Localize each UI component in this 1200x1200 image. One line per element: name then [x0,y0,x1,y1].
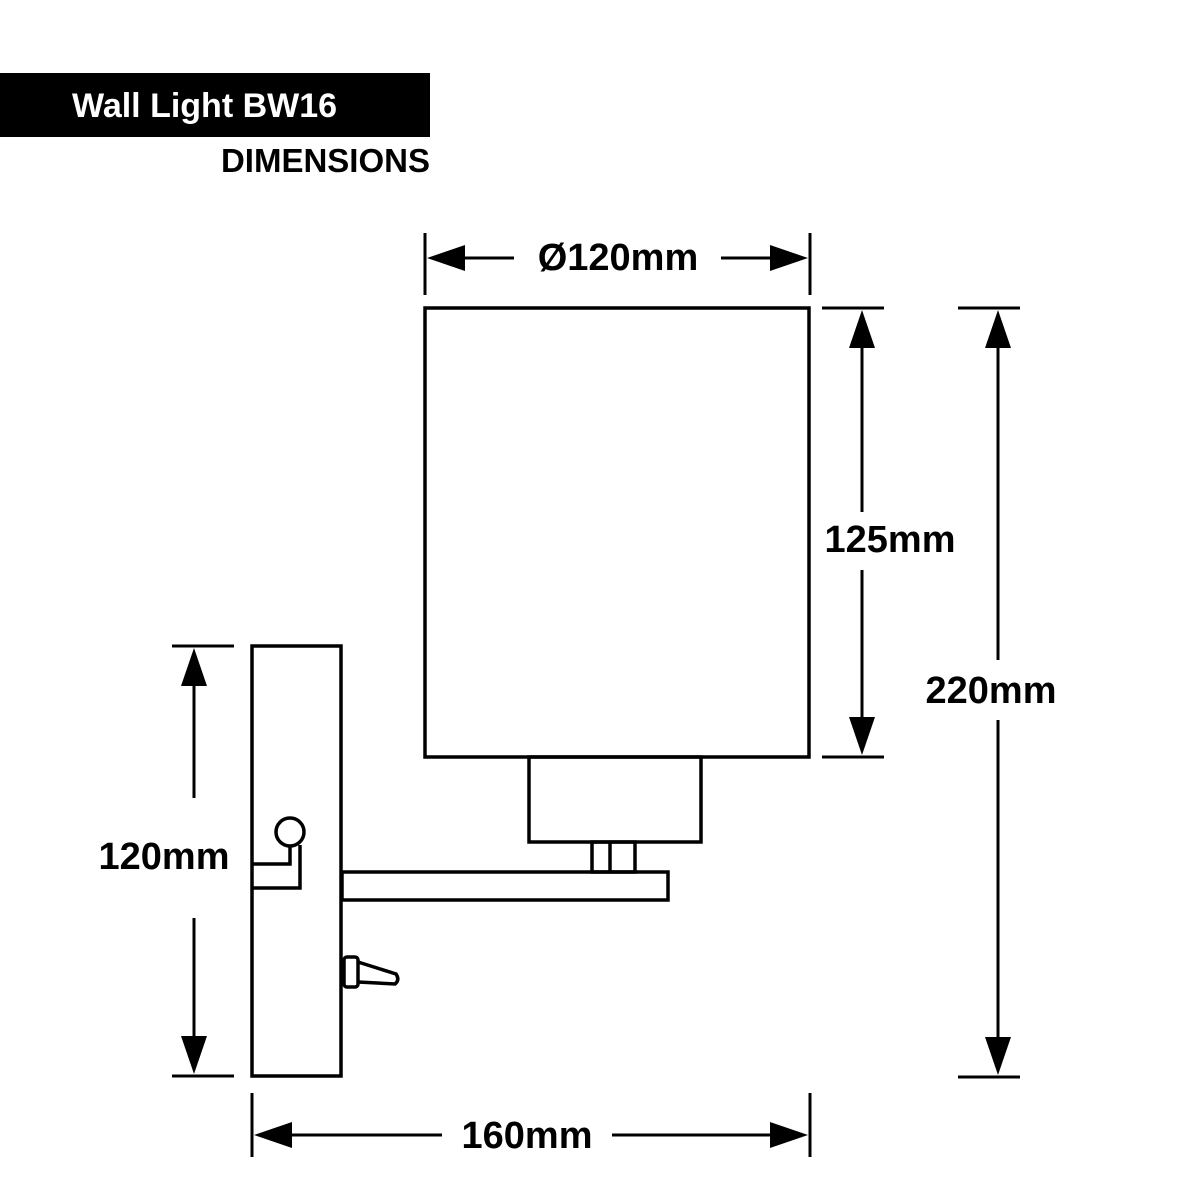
title-bar [0,73,430,137]
dimension-lines [172,233,1020,1157]
arrow-up [849,310,875,348]
cable-knob [274,816,306,848]
lamp-shade [423,306,811,759]
shade-height-label: 125mm [825,519,956,561]
back-plate [250,644,343,1078]
arrow-right [770,1122,808,1148]
arrow-left [427,245,465,271]
page-subtitle: DIMENSIONS [220,142,430,179]
arrow-down [181,1036,207,1074]
arrow-right [770,245,808,271]
total-depth-label: 160mm [462,1115,593,1157]
cable-hook [252,840,302,890]
holder-stem [590,840,637,874]
page-title: Wall Light BW16 [72,87,338,125]
switch-body [342,955,360,989]
arrow-up [985,310,1011,348]
lamp-arm [340,870,670,902]
arrow-up [181,648,207,686]
backplate-height-label: 120mm [99,836,230,878]
dimension-arrowheads [181,245,1011,1148]
switch-toggle [357,960,400,986]
arrow-down [849,717,875,755]
shade-diameter-label: Ø120mm [538,237,699,279]
wall-light-outline [250,306,811,1078]
arrow-down [985,1037,1011,1075]
total-height-label: 220mm [926,670,1057,712]
arrow-left [254,1122,292,1148]
lamp-holder [527,755,703,844]
